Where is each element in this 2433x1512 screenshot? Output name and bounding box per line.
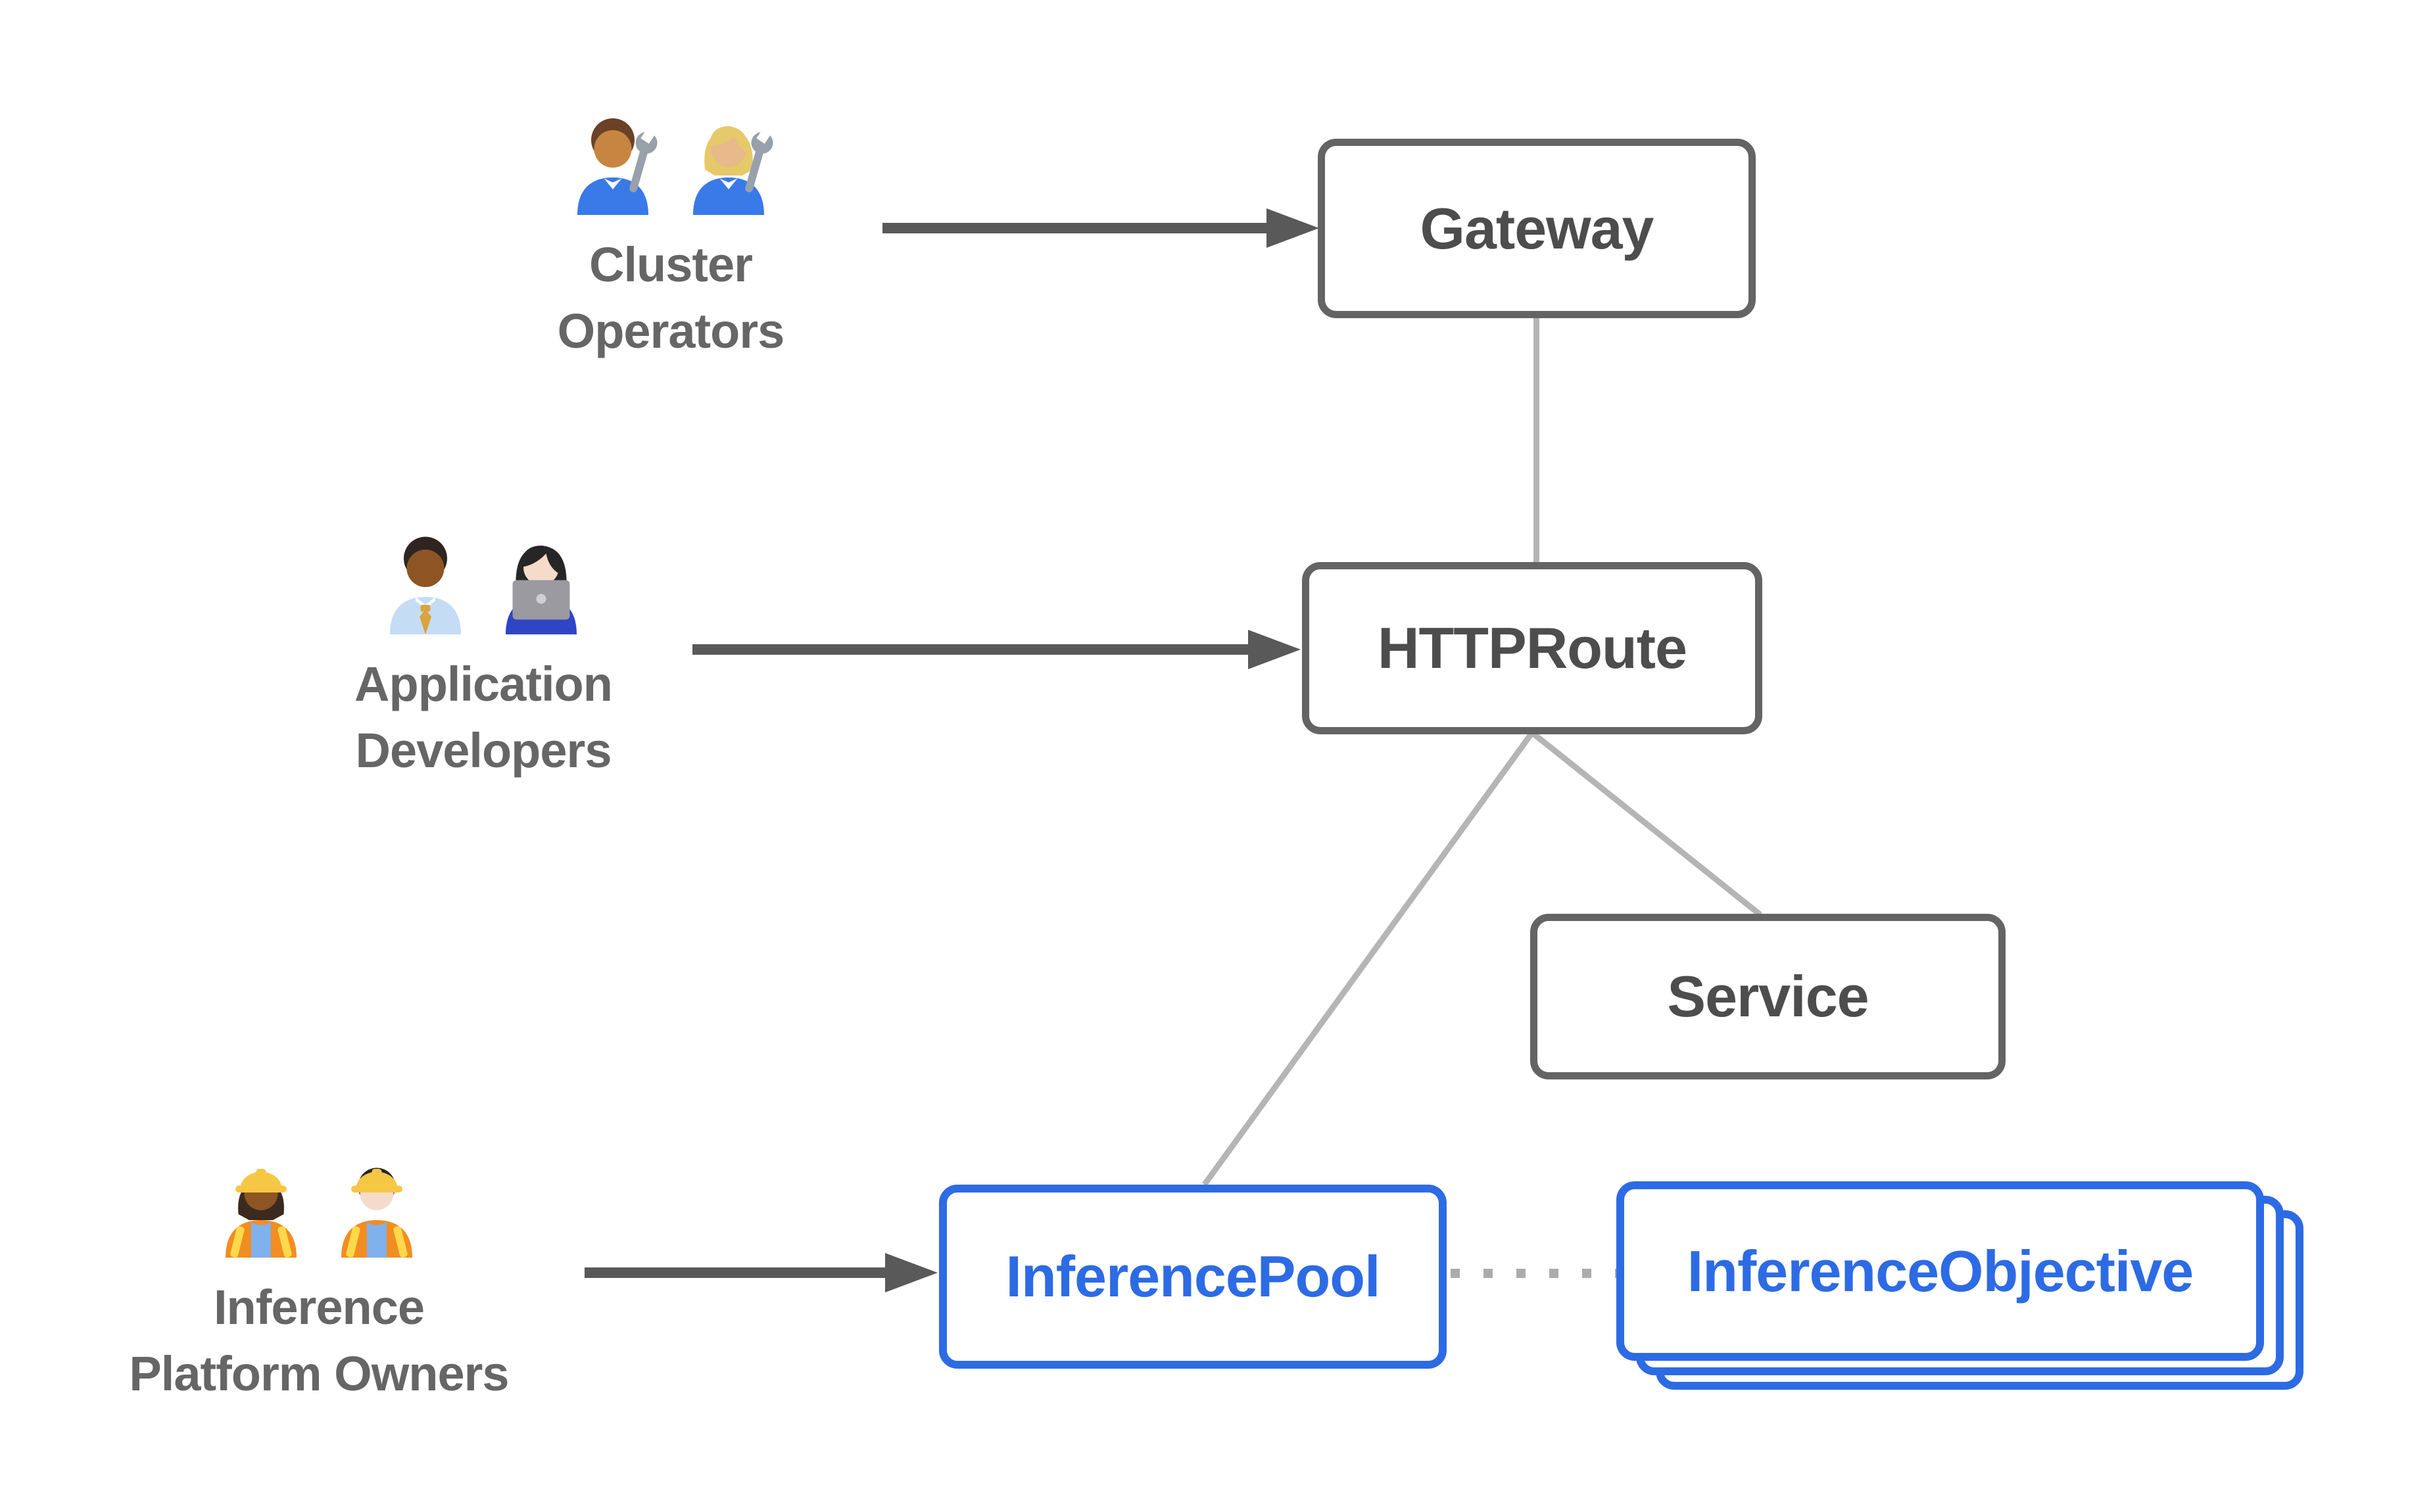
edge-httproute-inferencepool <box>1202 730 1535 1187</box>
node-inferenceobjective[interactable]: InferenceObjective <box>1616 1181 2264 1361</box>
node-httproute[interactable]: HTTPRoute <box>1302 562 1762 734</box>
node-service[interactable]: Service <box>1530 914 2006 1079</box>
arrow-inference-platform-owners-inferencepool-head <box>885 1253 938 1292</box>
woman-mechanic-emoji <box>693 126 773 215</box>
application-developers-label: Application Developers <box>354 657 613 778</box>
node-gateway-label: Gateway <box>1420 195 1654 261</box>
man-mechanic-emoji <box>577 118 658 215</box>
persona-inference-platform-owners: Inference Platform Owners <box>56 1149 582 1407</box>
application-developers-icons <box>376 526 590 634</box>
edge-gateway-httproute <box>1533 317 1539 564</box>
node-inferencepool[interactable]: InferencePool <box>939 1185 1447 1369</box>
arrow-application-developers-httproute-head <box>1248 630 1301 669</box>
edge-httproute-service <box>1530 730 1762 918</box>
arrow-application-developers-httproute <box>692 644 1249 655</box>
cluster-operators-icons <box>564 106 778 215</box>
node-inferencepool-label: InferencePool <box>1005 1244 1381 1309</box>
arrow-cluster-operators-gateway-head <box>1266 208 1319 248</box>
edge-inferencepool-inferenceobjective <box>1451 1269 1624 1278</box>
inference-platform-owners-label: Inference Platform Owners <box>129 1280 509 1401</box>
arrow-cluster-operators-gateway <box>882 223 1268 233</box>
man-office-worker-emoji <box>390 536 461 634</box>
arrow-inference-platform-owners-inferencepool <box>585 1267 886 1278</box>
cluster-operators-label: Cluster Operators <box>557 237 785 358</box>
node-inferenceobjective-label: InferenceObjective <box>1687 1238 2194 1304</box>
man-construction-worker-emoji <box>341 1168 412 1258</box>
woman-construction-worker-emoji <box>226 1169 297 1258</box>
node-gateway[interactable]: Gateway <box>1318 139 1756 318</box>
persona-cluster-operators: Cluster Operators <box>408 106 934 364</box>
inference-platform-owners-icons <box>212 1149 426 1258</box>
node-service-label: Service <box>1667 964 1869 1029</box>
persona-application-developers: Application Developers <box>220 526 746 784</box>
node-httproute-label: HTTPRoute <box>1377 615 1687 680</box>
woman-technologist-emoji <box>506 546 577 634</box>
